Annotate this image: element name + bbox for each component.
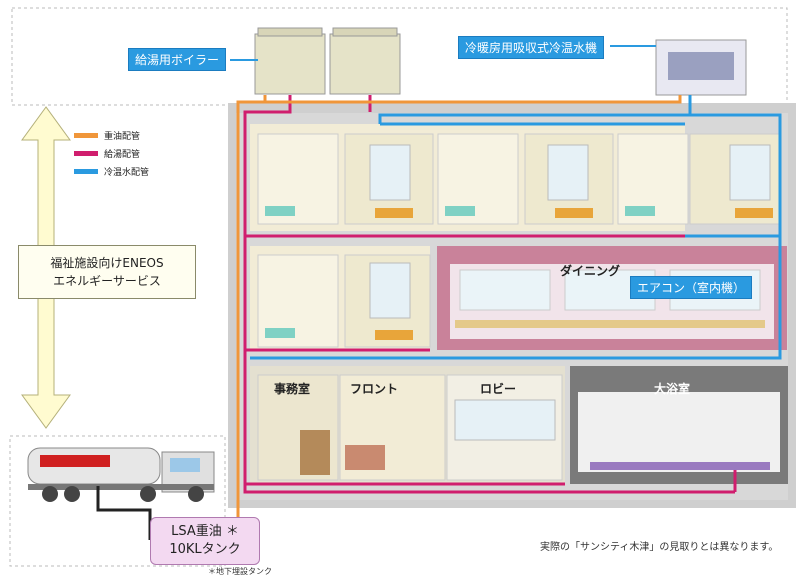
- oil-tank: LSA重油 ＊ 10KLタンク: [150, 517, 260, 565]
- tank-mark: ＊: [225, 524, 239, 539]
- lobby-label: ロビー: [480, 382, 517, 396]
- floor-1: [250, 366, 788, 484]
- legend-swatch-chilled: [74, 169, 98, 174]
- tank-footnote: ＊地下埋設タンク: [208, 567, 272, 576]
- legend-label-chilled: 冷温水配管: [104, 168, 150, 178]
- tank-line-1: LSA重油: [171, 524, 222, 539]
- chilled-water-pipes: [250, 95, 782, 360]
- service-line-2: エネルギーサービス: [53, 274, 161, 288]
- legend-swatch-hot-water: [74, 151, 98, 156]
- tank-line-2: 10KLタンク: [169, 542, 241, 557]
- floor-3: [250, 124, 781, 231]
- ground-outline: [9, 435, 226, 567]
- chiller-label: 冷暖房用吸収式冷温水機: [458, 36, 605, 59]
- legend-label-oil: 重油配管: [104, 132, 141, 142]
- front-label: フロント: [350, 382, 399, 396]
- dining-label: ダイニング: [560, 264, 621, 278]
- office-label: 事務室: [274, 382, 311, 396]
- boiler-label: 給湯用ボイラー: [128, 48, 227, 71]
- legend-hot-water: 給湯配管: [74, 147, 140, 160]
- bath-label: 大浴室: [654, 382, 691, 396]
- service-line-1: 福祉施設向けENEOS: [50, 256, 164, 270]
- tanker-truck-icon: [27, 447, 215, 502]
- chiller-unit-icon: [655, 39, 747, 96]
- roof-outline: [11, 7, 788, 106]
- hot-water-pipes: [243, 95, 737, 494]
- disclaimer-note: 実際の「サンシティ木津」の見取りとは異なります。: [540, 542, 779, 553]
- legend-chilled: 冷温水配管: [74, 165, 149, 178]
- legend-swatch-oil: [74, 133, 98, 138]
- aircon-label: エアコン（室内機）: [630, 276, 753, 299]
- service-box: 福祉施設向けENEOS エネルギーサービス: [18, 245, 196, 299]
- legend-oil: 重油配管: [74, 129, 140, 142]
- legend-label-hot-water: 給湯配管: [104, 150, 141, 160]
- boiler-unit-icon: [254, 27, 401, 95]
